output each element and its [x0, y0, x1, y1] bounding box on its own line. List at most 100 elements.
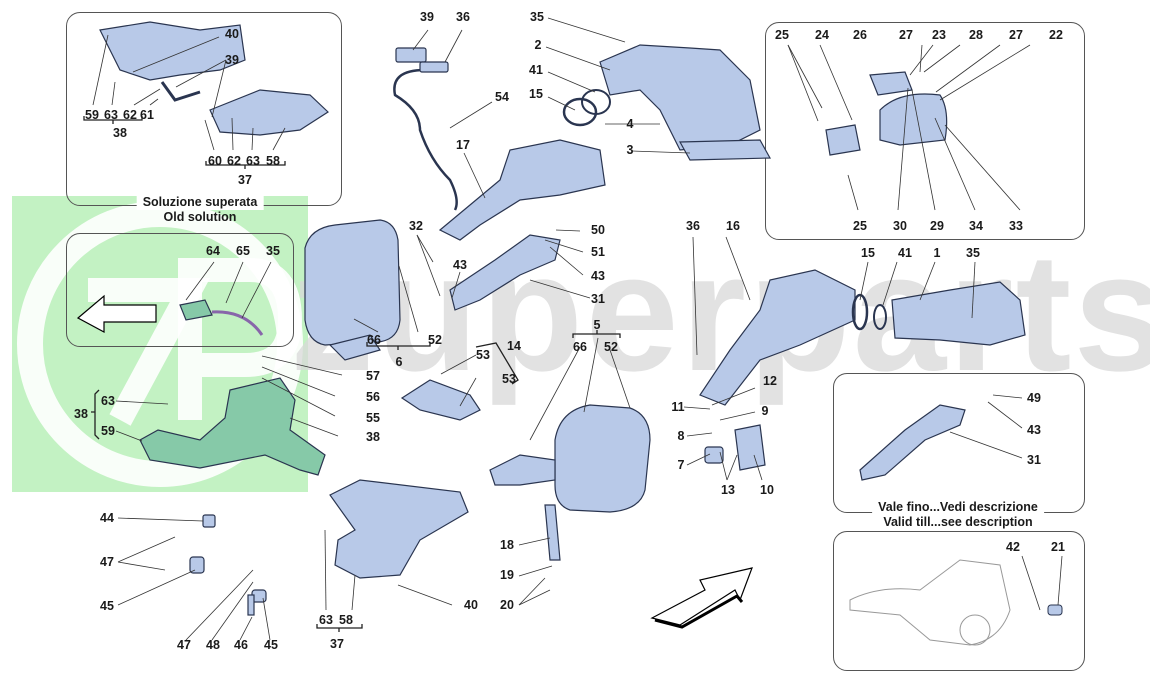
bracket-39 [395, 47, 427, 63]
callout-33: 33 [1009, 218, 1023, 233]
callout-35: 35 [266, 243, 280, 258]
callout-18: 18 [500, 537, 514, 552]
callout-17: 17 [456, 137, 470, 152]
connector-35 [179, 299, 213, 321]
old-solution-caption-it: Soluzione superata [136, 195, 264, 210]
callout-40: 40 [225, 26, 239, 41]
muffler-6 [304, 219, 401, 346]
catalytic-converter-17 [438, 139, 606, 241]
callout-15: 15 [529, 86, 543, 101]
exhaust-manifold-2 [599, 44, 761, 151]
callout-50: 50 [591, 222, 605, 237]
callout-12: 12 [763, 373, 777, 388]
callout-48: 48 [206, 637, 220, 652]
callout-27: 27 [899, 27, 913, 42]
catalyst-outline [849, 559, 1011, 646]
callout-53: 53 [502, 371, 516, 386]
callout-40: 40 [464, 597, 478, 612]
callout-19: 19 [500, 567, 514, 582]
callout-62: 62 [227, 153, 241, 168]
callout-28: 28 [969, 27, 983, 42]
callout-2: 2 [534, 37, 542, 52]
gasket-41b [873, 304, 887, 330]
callout-62: 62 [123, 107, 137, 122]
heat-shield-old-37 [209, 89, 329, 136]
catalyst-outlet [959, 614, 991, 646]
callout-37: 37 [330, 636, 344, 651]
callout-22: 22 [1049, 27, 1063, 42]
heat-shield-38 [139, 377, 326, 476]
callout-30: 30 [893, 218, 907, 233]
callout-52: 52 [604, 339, 618, 354]
clamp-15 [562, 97, 598, 127]
callout-29: 29 [930, 218, 944, 233]
callout-58: 58 [266, 153, 280, 168]
callout-60: 60 [208, 153, 222, 168]
old-solution-caption-en: Old solution [163, 210, 237, 224]
cable-35 [211, 310, 264, 336]
callout-20: 20 [500, 597, 514, 612]
clip-44 [202, 514, 216, 528]
clamp-15b [851, 293, 869, 331]
callout-38: 38 [74, 406, 88, 421]
mount-detail-panel [765, 22, 1085, 240]
muffler-5 [554, 404, 651, 513]
callout-63: 63 [246, 153, 260, 168]
catalytic-converter-16 [699, 269, 856, 406]
callout-31: 31 [591, 291, 605, 306]
manifold-1 [891, 281, 1026, 346]
sensor-cable-36 [393, 68, 458, 211]
plug-21 [1047, 604, 1063, 616]
callout-16: 16 [726, 218, 740, 233]
callout-59: 59 [85, 107, 99, 122]
pipe-61 [160, 81, 201, 102]
callout-37: 37 [238, 172, 252, 187]
callout-51: 51 [591, 244, 605, 259]
bracket-group-14 [475, 342, 519, 385]
callout-49: 49 [1027, 390, 1041, 405]
callout-7: 7 [677, 457, 685, 472]
heat-shield-37 [329, 479, 469, 579]
callout-41: 41 [898, 245, 912, 260]
clip-45a [189, 556, 205, 574]
callout-56: 56 [366, 389, 380, 404]
callout-4: 4 [626, 116, 634, 131]
connector-36 [419, 61, 449, 73]
callout-3: 3 [626, 142, 634, 157]
callout-59: 59 [101, 423, 115, 438]
valid-till-caption-it: Vale fino...Vedi descrizione [872, 500, 1044, 515]
connector-detail-panel [66, 233, 294, 347]
callout-54: 54 [495, 89, 509, 104]
callout-45: 45 [100, 598, 114, 613]
bracket-24 [825, 124, 861, 156]
callout-26: 26 [853, 27, 867, 42]
bracket-10 [734, 424, 766, 471]
callout-64: 64 [206, 243, 220, 258]
callout-38: 38 [366, 429, 380, 444]
callout-42: 42 [1006, 539, 1020, 554]
heat-shield-31b [859, 404, 966, 481]
callout-65: 65 [236, 243, 250, 258]
gasket-3 [678, 139, 772, 161]
callout-52: 52 [428, 332, 442, 347]
direction-arrow-right [650, 567, 753, 626]
pin-46 [247, 594, 255, 616]
direction-arrow-left [76, 294, 157, 334]
callout-38: 38 [113, 125, 127, 140]
callout-15: 15 [861, 245, 875, 260]
heat-cover-22 [879, 93, 948, 146]
callout-25: 25 [853, 218, 867, 233]
callout-43: 43 [591, 268, 605, 283]
callout-35: 35 [530, 9, 544, 24]
callout-24: 24 [815, 27, 829, 42]
callout-39: 39 [420, 9, 434, 24]
callout-23: 23 [932, 27, 946, 42]
heat-shield-31 [449, 234, 561, 311]
catalyst-detail-panel [833, 531, 1085, 671]
callout-63: 63 [104, 107, 118, 122]
callout-31: 31 [1027, 452, 1041, 467]
callout-57: 57 [366, 368, 380, 383]
valid-till-caption-en: Valid till...see description [877, 515, 1039, 530]
